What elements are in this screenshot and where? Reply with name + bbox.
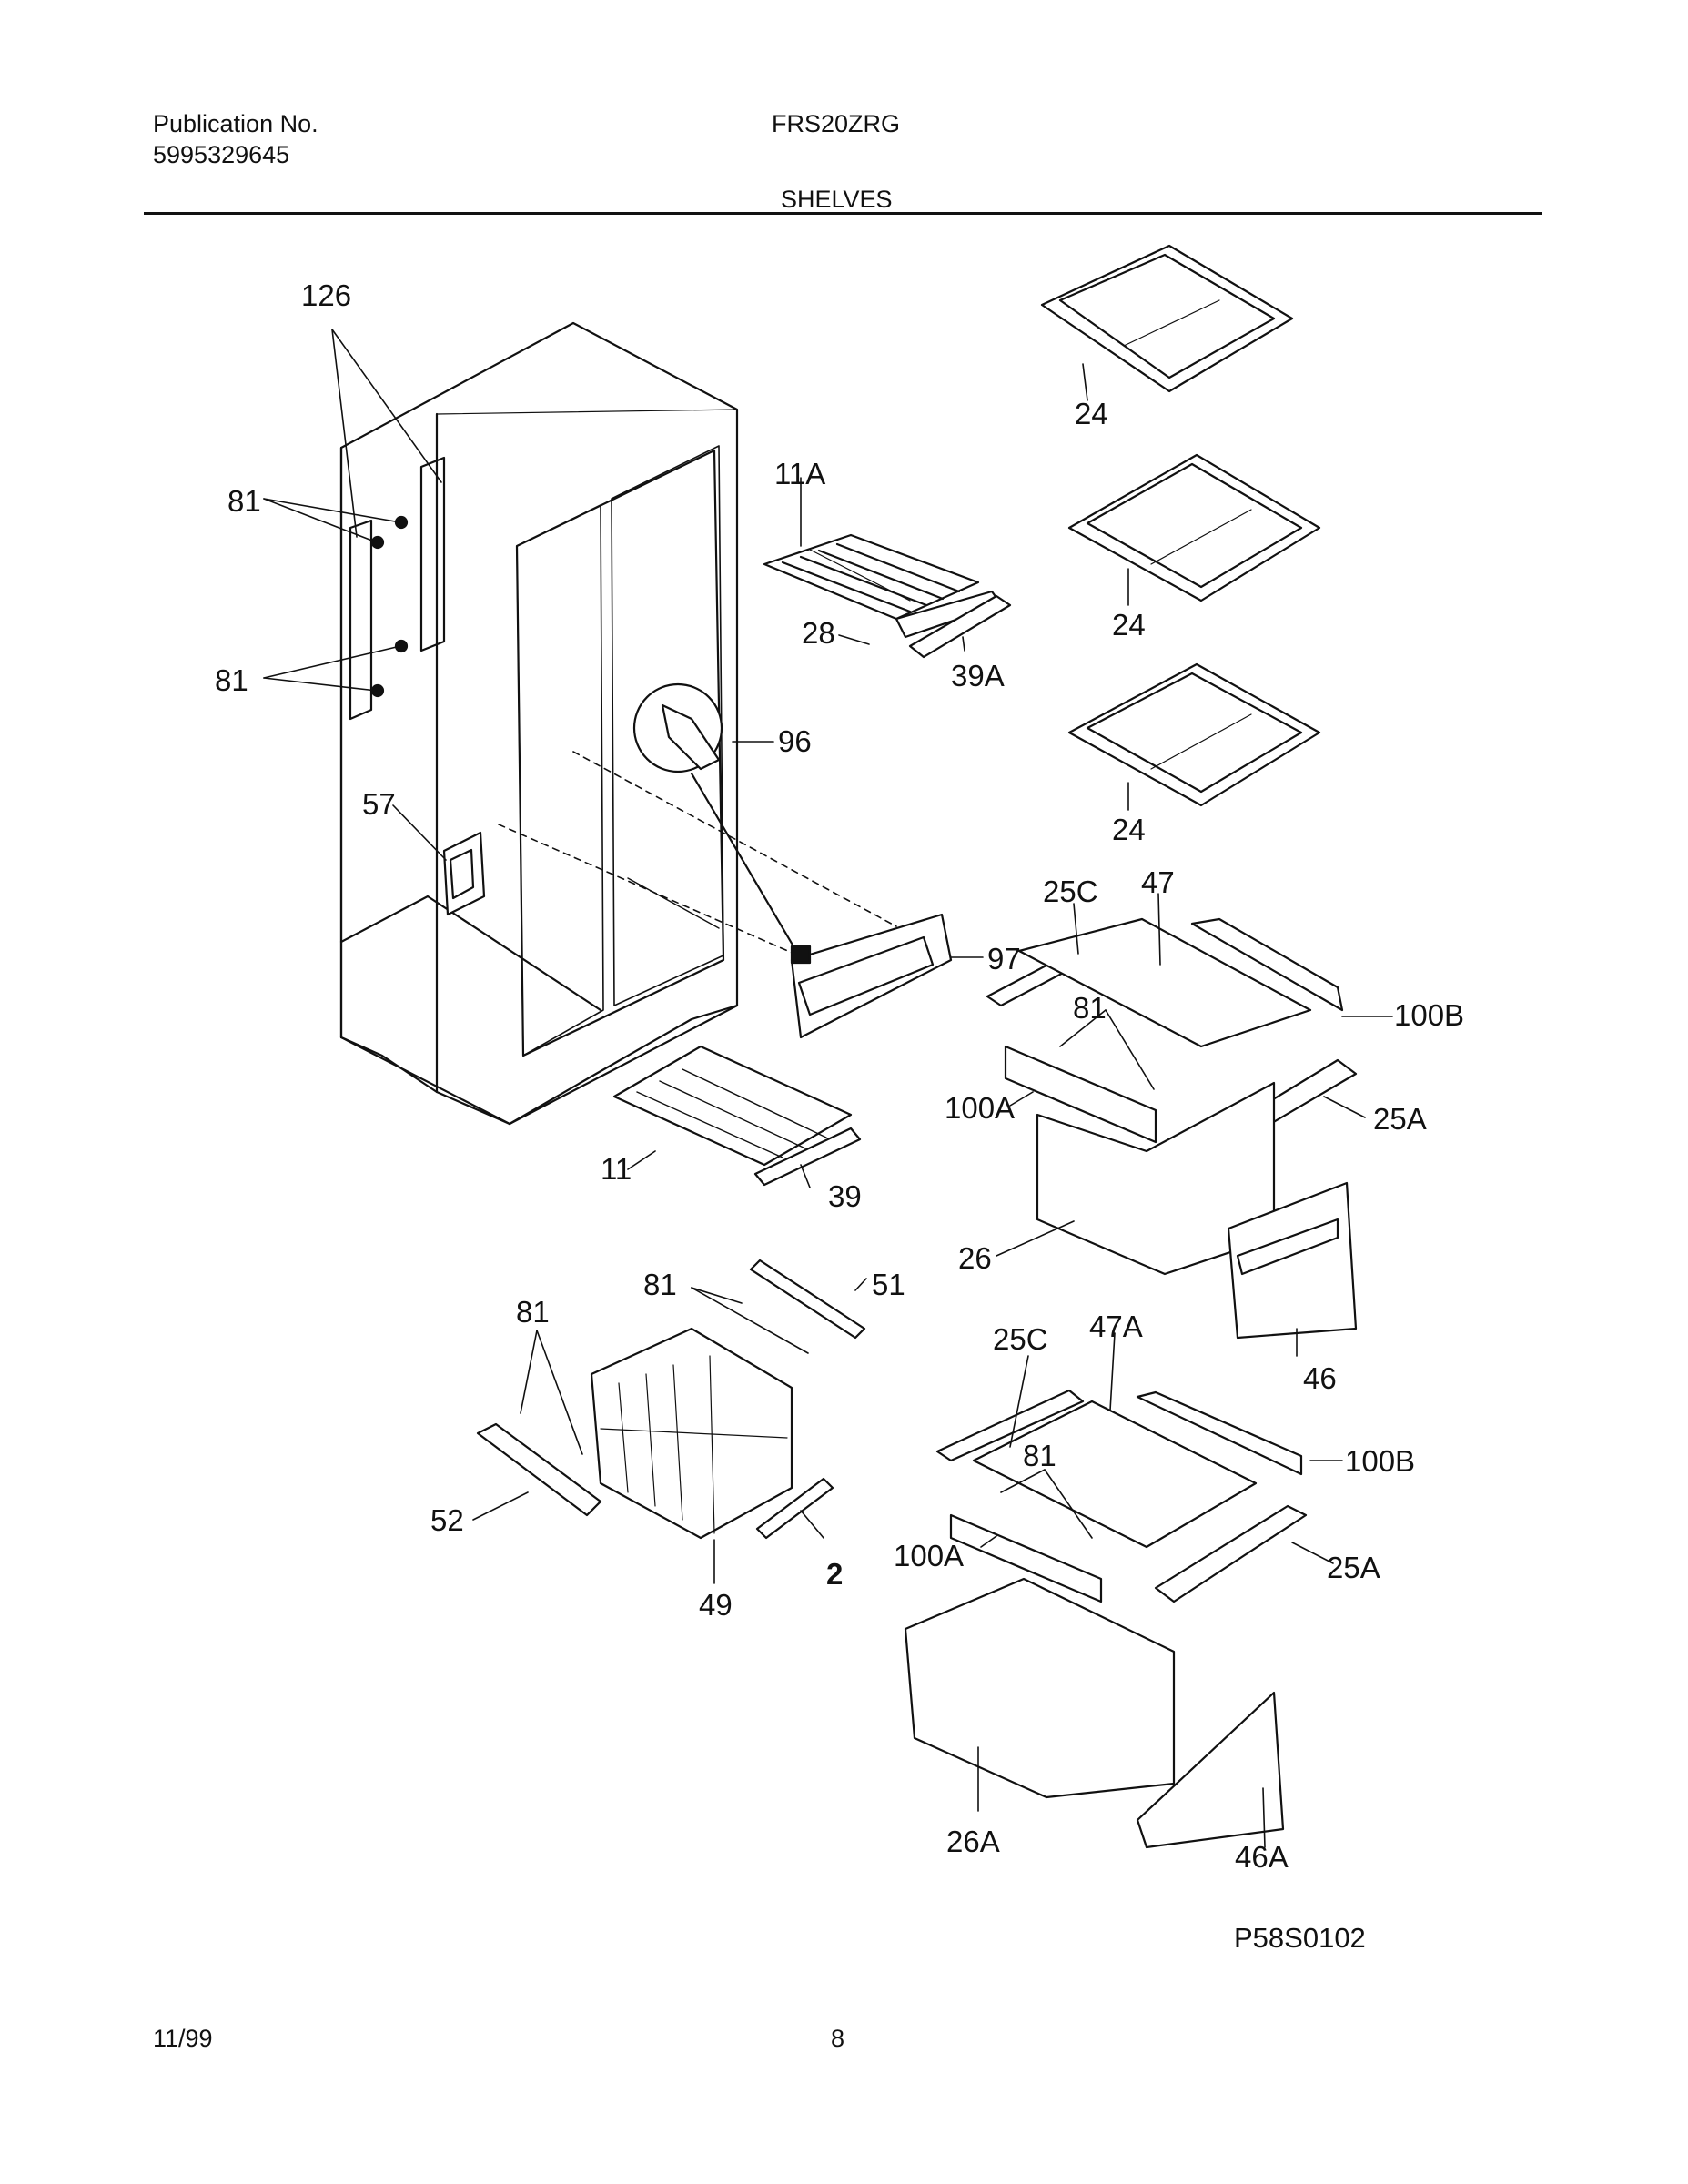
callout-25c-lower: 25C bbox=[993, 1322, 1048, 1356]
callout-81-upper-crisper: 81 bbox=[1073, 991, 1107, 1025]
section-title: SHELVES bbox=[781, 186, 893, 213]
callout-49: 49 bbox=[699, 1588, 733, 1622]
callout-47: 47 bbox=[1141, 865, 1175, 899]
callout-100a-lower: 100A bbox=[894, 1539, 965, 1572]
part-51 bbox=[749, 1259, 866, 1340]
callout-25c-upper: 25C bbox=[1043, 875, 1098, 908]
refrigerator-cabinet bbox=[339, 321, 739, 1126]
part-11 bbox=[612, 1045, 862, 1187]
callout-47a: 47A bbox=[1089, 1309, 1143, 1343]
callout-126: 126 bbox=[301, 278, 352, 312]
callout-81-lower: 81 bbox=[215, 663, 248, 697]
part-96-callout bbox=[632, 682, 795, 948]
callout-24-middle: 24 bbox=[1112, 608, 1146, 642]
callout-52: 52 bbox=[430, 1503, 464, 1537]
publication-label: Publication No. bbox=[153, 110, 318, 137]
callout-100b-lower: 100B bbox=[1345, 1444, 1416, 1478]
part-24-shelves bbox=[1040, 244, 1321, 807]
header-rule bbox=[144, 212, 1542, 215]
guide-lines bbox=[498, 751, 897, 966]
callout-46: 46 bbox=[1303, 1361, 1337, 1395]
part-57 bbox=[442, 831, 486, 916]
callout-81-upper: 81 bbox=[227, 484, 261, 518]
callout-57: 57 bbox=[362, 787, 396, 821]
callout-81-left-lower: 81 bbox=[516, 1295, 550, 1329]
callout-24-top: 24 bbox=[1075, 397, 1108, 430]
footer-date: 11/99 bbox=[153, 2025, 213, 2052]
callout-100b-upper: 100B bbox=[1394, 998, 1465, 1032]
screws-81-left bbox=[370, 515, 409, 698]
part-39a bbox=[908, 594, 1012, 659]
publication-number: 5995329645 bbox=[153, 141, 290, 168]
crisper-assembly-upper bbox=[986, 917, 1358, 1340]
page-number: 8 bbox=[831, 2025, 845, 2052]
part-11a bbox=[763, 533, 1003, 639]
callout-100a-upper: 100A bbox=[945, 1091, 1016, 1125]
part-52 bbox=[476, 1422, 602, 1517]
part-97 bbox=[790, 913, 953, 1039]
part-2 bbox=[755, 1477, 834, 1540]
callout-26a: 26A bbox=[946, 1825, 1000, 1858]
callout-25a-upper: 25A bbox=[1373, 1102, 1427, 1136]
callout-39: 39 bbox=[828, 1179, 862, 1213]
callout-26: 26 bbox=[958, 1241, 992, 1275]
figure-code: P58S0102 bbox=[1234, 1922, 1366, 1954]
callout-81-lower-crisper: 81 bbox=[1023, 1439, 1056, 1472]
callout-28: 28 bbox=[802, 616, 835, 650]
callout-25a-lower: 25A bbox=[1327, 1551, 1380, 1584]
model-number: FRS20ZRG bbox=[772, 110, 901, 137]
callout-96: 96 bbox=[778, 724, 812, 758]
callout-2: 2 bbox=[826, 1557, 844, 1591]
part-49-basket bbox=[590, 1327, 793, 1540]
callout-51: 51 bbox=[872, 1268, 905, 1301]
callout-46a: 46A bbox=[1235, 1840, 1289, 1874]
callout-11a: 11A bbox=[774, 457, 826, 490]
callout-24-bottom: 24 bbox=[1112, 813, 1146, 846]
crisper-assembly-lower bbox=[904, 1389, 1308, 1849]
callout-97: 97 bbox=[987, 942, 1021, 976]
callout-81-mid: 81 bbox=[643, 1268, 677, 1301]
leader-lines bbox=[263, 329, 1393, 1848]
callout-11: 11 bbox=[601, 1152, 632, 1186]
callout-39a: 39A bbox=[951, 659, 1005, 693]
